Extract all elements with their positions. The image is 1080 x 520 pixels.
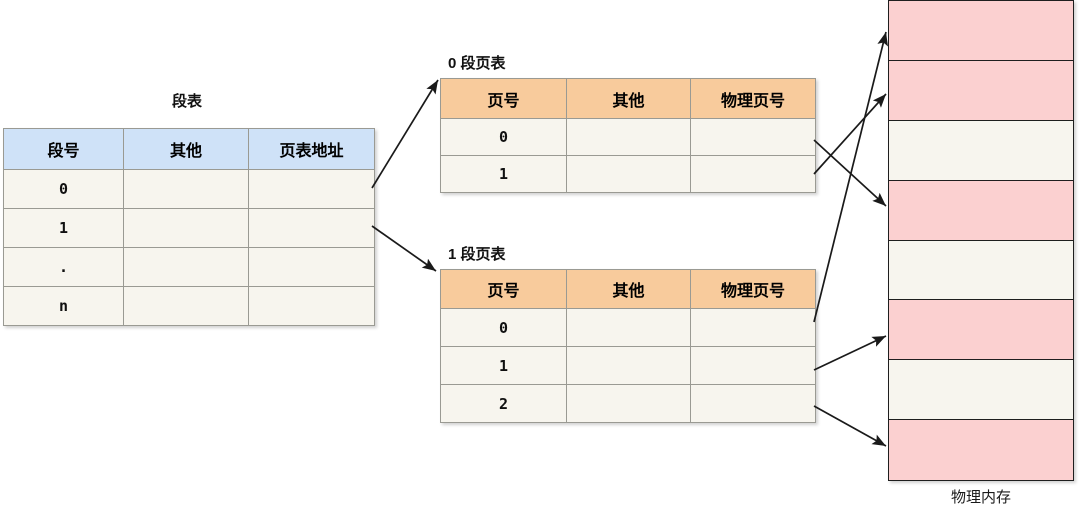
- pg0-row1-to-memory-block1: [813, 93, 887, 175]
- physical-memory-label: 物理内存: [950, 489, 1011, 506]
- segment-table-header-0: 段号: [3, 128, 124, 170]
- segment-table-cell-0-0: 0: [3, 169, 124, 209]
- seg-row1-to-page-table-1: [371, 225, 437, 272]
- segment-table-cell-0-1: [123, 169, 249, 209]
- memory-block-7: [889, 420, 1073, 480]
- segment-table-cell-1-1: [123, 208, 249, 248]
- memory-block-1: [889, 60, 1073, 121]
- segment-table-cell-2-1: [123, 247, 249, 287]
- page-table-0-cell-0-2: [690, 118, 816, 156]
- page-table-1-cell-0-2: [690, 308, 816, 347]
- table-row: 1: [440, 155, 816, 193]
- segment-table-cell-2-2: [248, 247, 375, 287]
- segment-table: 段号 其他 页表地址 0 1 . n: [3, 128, 375, 326]
- page-table-1-header-1: 其他: [566, 269, 691, 309]
- segment-table-cell-3-1: [123, 286, 249, 326]
- page-table-1-header-0: 页号: [440, 269, 567, 309]
- page-table-0-header-0: 页号: [440, 78, 567, 119]
- segment-table-cell-3-2: [248, 286, 375, 326]
- page-table-0-cell-1-1: [566, 155, 691, 193]
- table-row: 0: [3, 169, 375, 209]
- table-row: n: [3, 286, 375, 326]
- memory-block-2: [889, 120, 1073, 181]
- page-table-1-cell-2-1: [566, 384, 691, 423]
- segment-table-cell-0-2: [248, 169, 375, 209]
- table-row: 2: [440, 384, 816, 423]
- page-table-1-cell-0-1: [566, 308, 691, 347]
- memory-block-0: [889, 1, 1073, 61]
- pg1-row0-to-memory-block0: [813, 31, 889, 323]
- table-row: 0: [440, 118, 816, 156]
- table-row: 1: [440, 346, 816, 385]
- page-table-0-header-1: 其他: [566, 78, 691, 119]
- page-table-1-cell-1-2: [690, 346, 816, 385]
- page-table-0-cell-0-0: 0: [440, 118, 567, 156]
- physical-memory-column: [888, 0, 1074, 481]
- page-table-1-cell-1-1: [566, 346, 691, 385]
- table-header-row: 页号 其他 物理页号: [440, 78, 816, 119]
- segment-table-cell-3-0: n: [3, 286, 124, 326]
- segment-table-cell-2-0: .: [3, 247, 124, 287]
- page-table-1-cell-2-2: [690, 384, 816, 423]
- segment-table-header-1: 其他: [123, 128, 249, 170]
- page-table-0-cell-1-0: 1: [440, 155, 567, 193]
- table-header-row: 页号 其他 物理页号: [440, 269, 816, 309]
- page-table-1-cell-0-0: 0: [440, 308, 567, 347]
- pg0-row0-to-memory-block3: [813, 139, 887, 207]
- page-table-0-cell-0-1: [566, 118, 691, 156]
- memory-block-4: [889, 240, 1073, 301]
- page-table-0: 页号 其他 物理页号 0 1: [440, 78, 816, 193]
- page-table-0-cell-1-2: [690, 155, 816, 193]
- page-table-0-header-2: 物理页号: [690, 78, 816, 119]
- pg1-row2-to-memory-block7: [813, 405, 887, 447]
- page-table-1-header-2: 物理页号: [690, 269, 816, 309]
- page-table-1-cell-1-0: 1: [440, 346, 567, 385]
- memory-block-3: [889, 180, 1073, 241]
- page-table-1-title: 1 段页表: [448, 246, 506, 263]
- segment-table-cell-1-0: 1: [3, 208, 124, 248]
- page-table-0-title: 0 段页表: [448, 55, 506, 72]
- memory-block-6: [889, 360, 1073, 421]
- table-row: .: [3, 247, 375, 287]
- page-table-1: 页号 其他 物理页号 0 1 2: [440, 269, 816, 423]
- pg1-row1-to-memory-block5: [813, 335, 887, 371]
- segment-table-cell-1-2: [248, 208, 375, 248]
- seg-row0-to-page-table-0: [371, 79, 439, 189]
- memory-block-5: [889, 300, 1073, 361]
- table-header-row: 段号 其他 页表地址: [3, 128, 375, 170]
- page-table-1-cell-2-0: 2: [440, 384, 567, 423]
- segment-table-header-2: 页表地址: [248, 128, 375, 170]
- segment-table-title: 段表: [171, 93, 202, 110]
- table-row: 1: [3, 208, 375, 248]
- table-row: 0: [440, 308, 816, 347]
